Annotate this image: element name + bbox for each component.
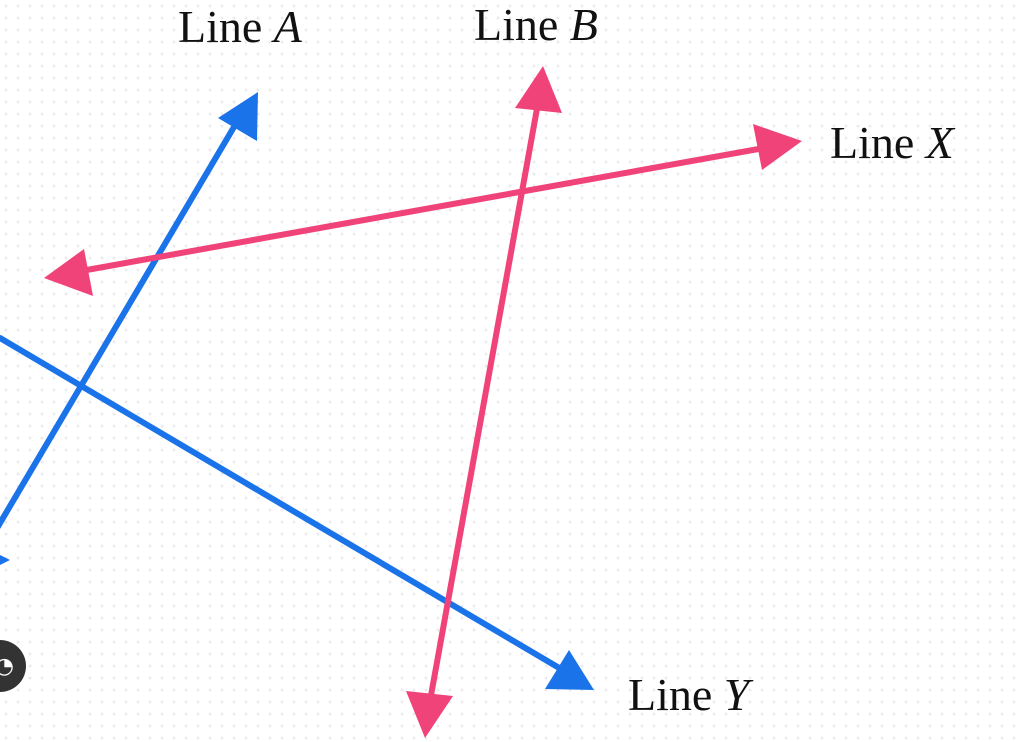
line-b-arrowhead-top-icon [515, 66, 562, 113]
line-x-arrowhead-left-icon [44, 249, 93, 296]
label-line-a-variable: A [273, 1, 302, 52]
line-a-arrowhead-icon [218, 92, 258, 141]
line-b [406, 66, 562, 738]
line-y-segment [0, 335, 569, 675]
line-a-arrowhead-bottom-icon [0, 555, 10, 565]
label-line-b-prefix: Line [474, 0, 559, 50]
label-line-b: Line B [474, 2, 598, 48]
line-x-segment [67, 143, 778, 276]
label-line-y-variable: Y [723, 669, 750, 720]
line-b-arrowhead-bottom-icon [406, 691, 453, 738]
line-y-arrowhead-icon [545, 650, 594, 690]
line-a [0, 92, 258, 565]
label-line-a-prefix: Line [178, 1, 263, 52]
label-line-y: Line Y [628, 672, 749, 718]
label-line-y-prefix: Line [628, 669, 713, 720]
label-line-x-variable: X [925, 117, 954, 168]
line-y [0, 335, 594, 690]
label-line-a: Line A [178, 4, 302, 50]
label-line-b-variable: B [569, 0, 598, 50]
line-x-arrowhead-right-icon [753, 124, 802, 170]
line-b-segment [425, 89, 543, 715]
label-line-x: Line X [830, 120, 954, 166]
label-line-x-prefix: Line [830, 117, 915, 168]
line-x [44, 124, 802, 296]
line-a-segment [0, 107, 247, 529]
